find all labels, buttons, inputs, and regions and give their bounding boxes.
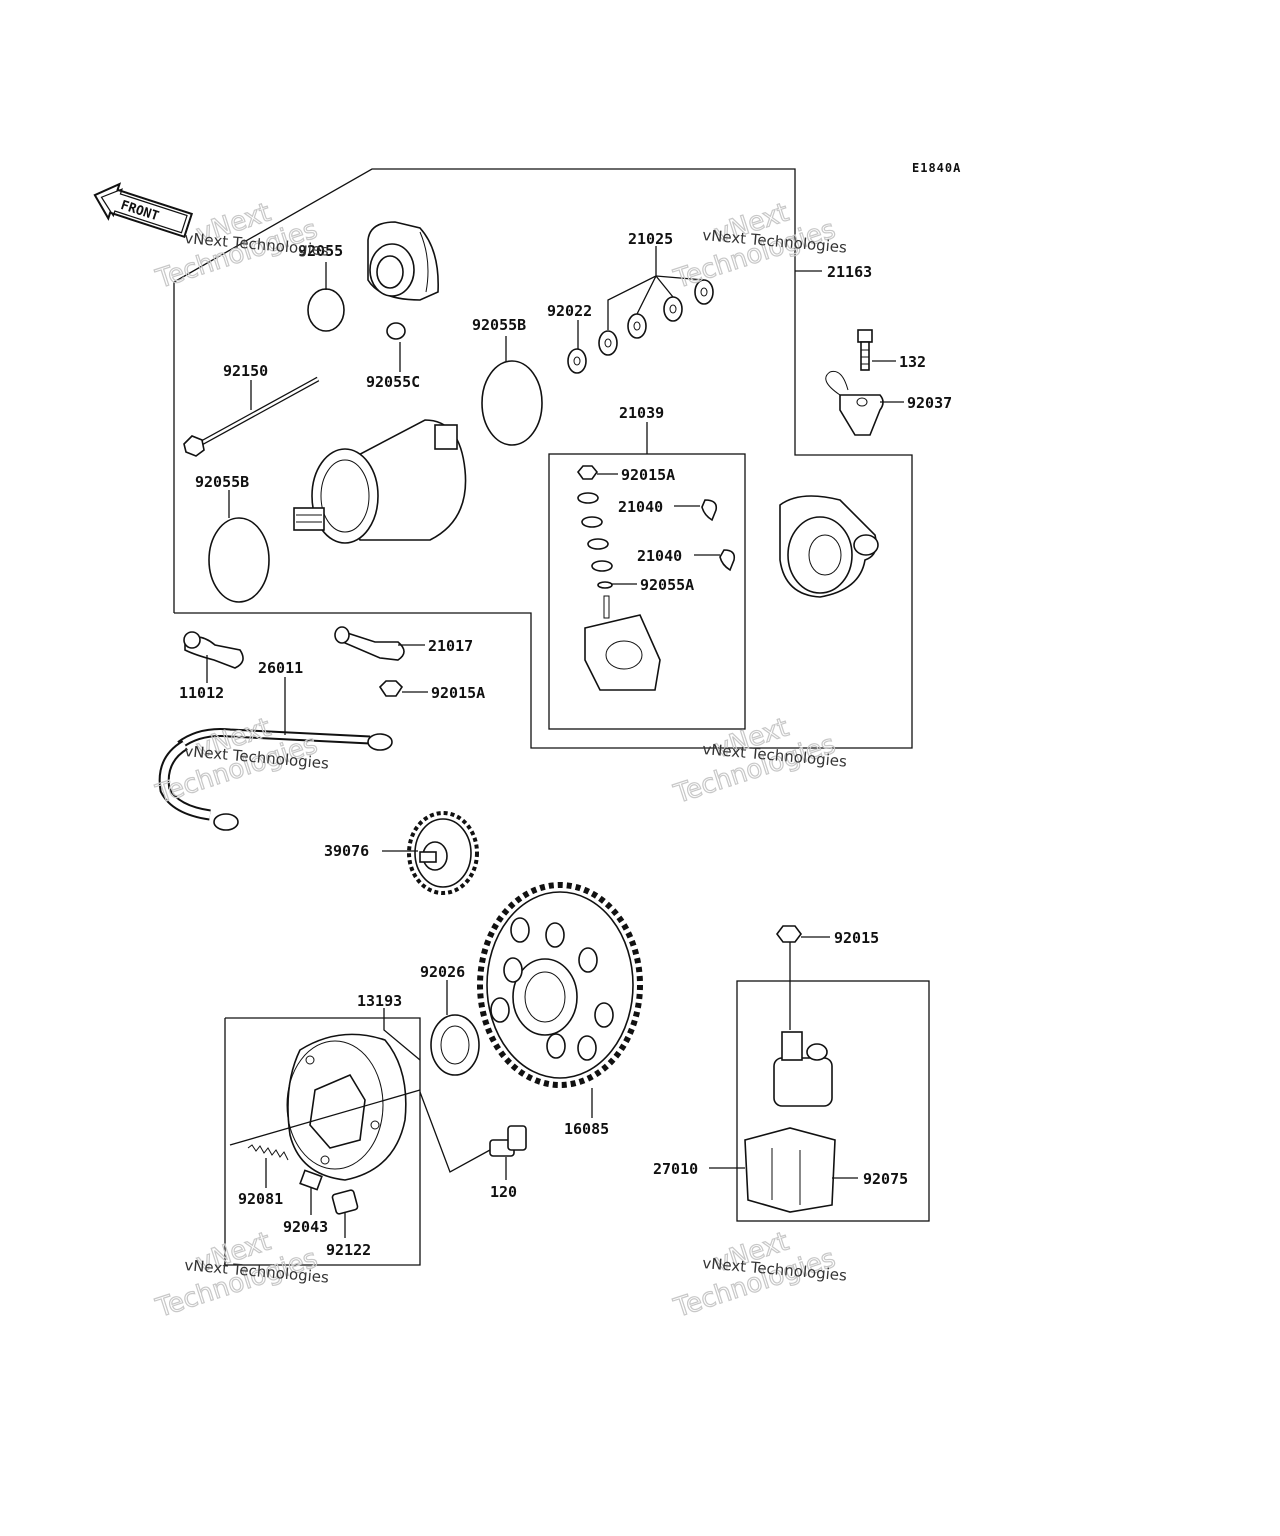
label-26011: 26011: [258, 659, 303, 677]
starter-clutch-gear-16085: [477, 882, 643, 1088]
label-92055b-top: 92055B: [472, 316, 526, 334]
o-ring-92055c: [386, 322, 406, 340]
spring-92081: [247, 1144, 289, 1161]
cable-26011: [158, 728, 393, 831]
watermark-mid-right: vNext Technologies vNext Technologies: [669, 712, 847, 811]
starter-motor-assembly-box: [173, 168, 913, 749]
starter-relay-box-27010: [736, 980, 930, 1222]
watermark-bottom-right: vNext Technologies vNext Technologies: [669, 1226, 847, 1325]
label-92055c: 92055C: [366, 373, 420, 391]
label-21017: 21017: [428, 637, 473, 655]
label-92015a-top: 92015A: [621, 466, 675, 484]
pin-92043: [299, 1169, 323, 1191]
brush-holder-parts: [576, 465, 736, 691]
label-21163: 21163: [827, 263, 872, 281]
through-bolt-92150: [183, 376, 320, 457]
label-39076: 39076: [324, 842, 369, 860]
label-92043: 92043: [283, 1218, 328, 1236]
starter-relay-27010: [744, 1031, 836, 1213]
leader-lines: [206, 246, 904, 1238]
washer-92026: [430, 1014, 480, 1076]
label-92022: 92022: [547, 302, 592, 320]
starter-rear-cover: [779, 495, 879, 598]
label-92081: 92081: [238, 1190, 283, 1208]
label-21025: 21025: [628, 230, 673, 248]
label-132: 132: [899, 353, 926, 371]
bolt-132: [857, 329, 873, 371]
one-way-clutch-box-13193: [224, 1017, 421, 1266]
label-21040-a: 21040: [618, 498, 663, 516]
idle-gear-39076: [407, 811, 479, 895]
nut-92015: [776, 925, 802, 943]
label-13193: 13193: [357, 992, 402, 1010]
watermark-top-right: vNext Technologies vNext Technologies: [669, 197, 847, 296]
diagram-code: E1840A: [912, 161, 961, 175]
watermark-mid-left: vNext Technologies vNext Technologies: [151, 712, 329, 811]
label-92015: 92015: [834, 929, 879, 947]
label-92055a: 92055A: [640, 576, 694, 594]
label-11012: 11012: [179, 684, 224, 702]
label-92026: 92026: [420, 963, 465, 981]
label-92015a-mid: 92015A: [431, 684, 485, 702]
label-21040-b: 21040: [637, 547, 682, 565]
nut-92015a-mid: [378, 680, 404, 697]
bracket-92037: [825, 370, 884, 436]
bolt-120: [489, 1125, 527, 1157]
label-21039: 21039: [619, 404, 664, 422]
one-way-clutch-13193: [286, 1033, 407, 1181]
o-ring-92055: [307, 288, 345, 332]
label-92037: 92037: [907, 394, 952, 412]
label-92150: 92150: [223, 362, 268, 380]
front-arrow-icon: FRONT: [93, 182, 194, 239]
label-16085: 16085: [564, 1120, 609, 1138]
starter-front-cover: [367, 221, 439, 301]
cap-21017: [334, 626, 405, 661]
watermark-bottom-left: vNext Technologies vNext Technologies: [151, 1226, 329, 1325]
roller-92122: [331, 1189, 359, 1215]
label-92122: 92122: [326, 1241, 371, 1259]
o-ring-92055b-top: [481, 360, 543, 446]
label-92055: 92055: [298, 242, 343, 260]
o-ring-92055b-left: [208, 517, 270, 603]
label-120: 120: [490, 1183, 517, 1201]
starter-motor: [293, 419, 467, 544]
part-labels: 92055 21025 21163 92022 92055B 92055C 92…: [179, 230, 952, 1259]
cap-11012: [183, 631, 244, 669]
label-27010: 27010: [653, 1160, 698, 1178]
label-92055b-left: 92055B: [195, 473, 249, 491]
label-92075: 92075: [863, 1170, 908, 1188]
washer-set-21025: [567, 279, 714, 374]
